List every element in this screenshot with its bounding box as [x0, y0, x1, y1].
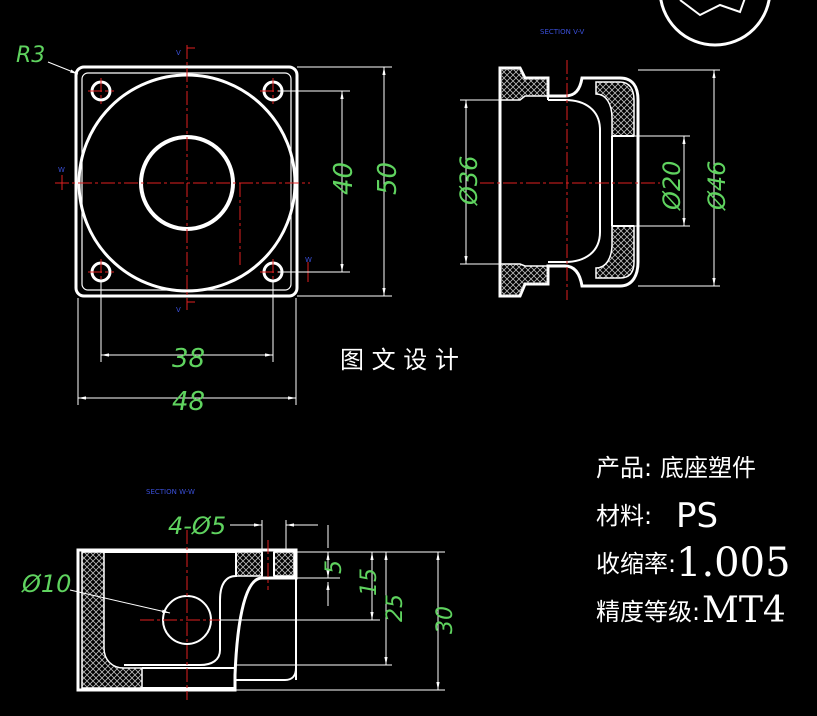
dim-5: 5: [322, 560, 347, 574]
spec-block: 产品: 底座塑件 材料: PS 收缩率: 1.005 精度等级: MT4: [596, 454, 791, 631]
dim-25: 25: [383, 594, 408, 622]
section-w-view: SECTION W-W: [21, 488, 458, 700]
top-view: V V W W R3 40 50 38 48: [16, 43, 403, 417]
dim-phi46: Ø46: [703, 161, 731, 211]
cut-marker-v-bottom: V: [176, 306, 181, 314]
dim-phi36: Ø36: [455, 156, 483, 206]
dim-30: 30: [433, 606, 458, 634]
partial-detail: [659, 0, 771, 47]
dim-48: 48: [172, 387, 205, 417]
spec-material-value: PS: [676, 496, 718, 536]
dim-phi10: Ø10: [21, 570, 71, 598]
drawing-title: 图 文 设 计: [340, 346, 459, 374]
dim-15: 15: [357, 568, 382, 596]
spec-precision-value: MT4: [702, 590, 786, 631]
dim-50: 50: [373, 162, 403, 195]
section-label-v: SECTION V-V: [540, 28, 585, 36]
cut-marker-v-top: V: [176, 49, 181, 57]
dim-r3: R3: [16, 43, 45, 68]
section-label-w: SECTION W-W: [146, 488, 195, 496]
cut-marker-w-right: W: [305, 256, 312, 264]
spec-precision-label: 精度等级:: [596, 598, 700, 626]
spec-material-label: 材料:: [596, 502, 652, 530]
spec-product-label: 产品:: [596, 454, 652, 482]
spec-shrinkage-value: 1.005: [676, 540, 791, 586]
dim-phi20: Ø20: [658, 161, 686, 211]
cut-marker-w-left: W: [58, 166, 65, 174]
dim-38: 38: [172, 344, 205, 374]
spec-shrinkage-label: 收缩率:: [596, 550, 676, 578]
dim-40: 40: [329, 162, 359, 195]
section-v-view: SECTION V-V: [455, 28, 731, 300]
spec-product-value: 底座塑件: [660, 454, 756, 482]
dim-4-phi5: 4-Ø5: [168, 512, 226, 540]
